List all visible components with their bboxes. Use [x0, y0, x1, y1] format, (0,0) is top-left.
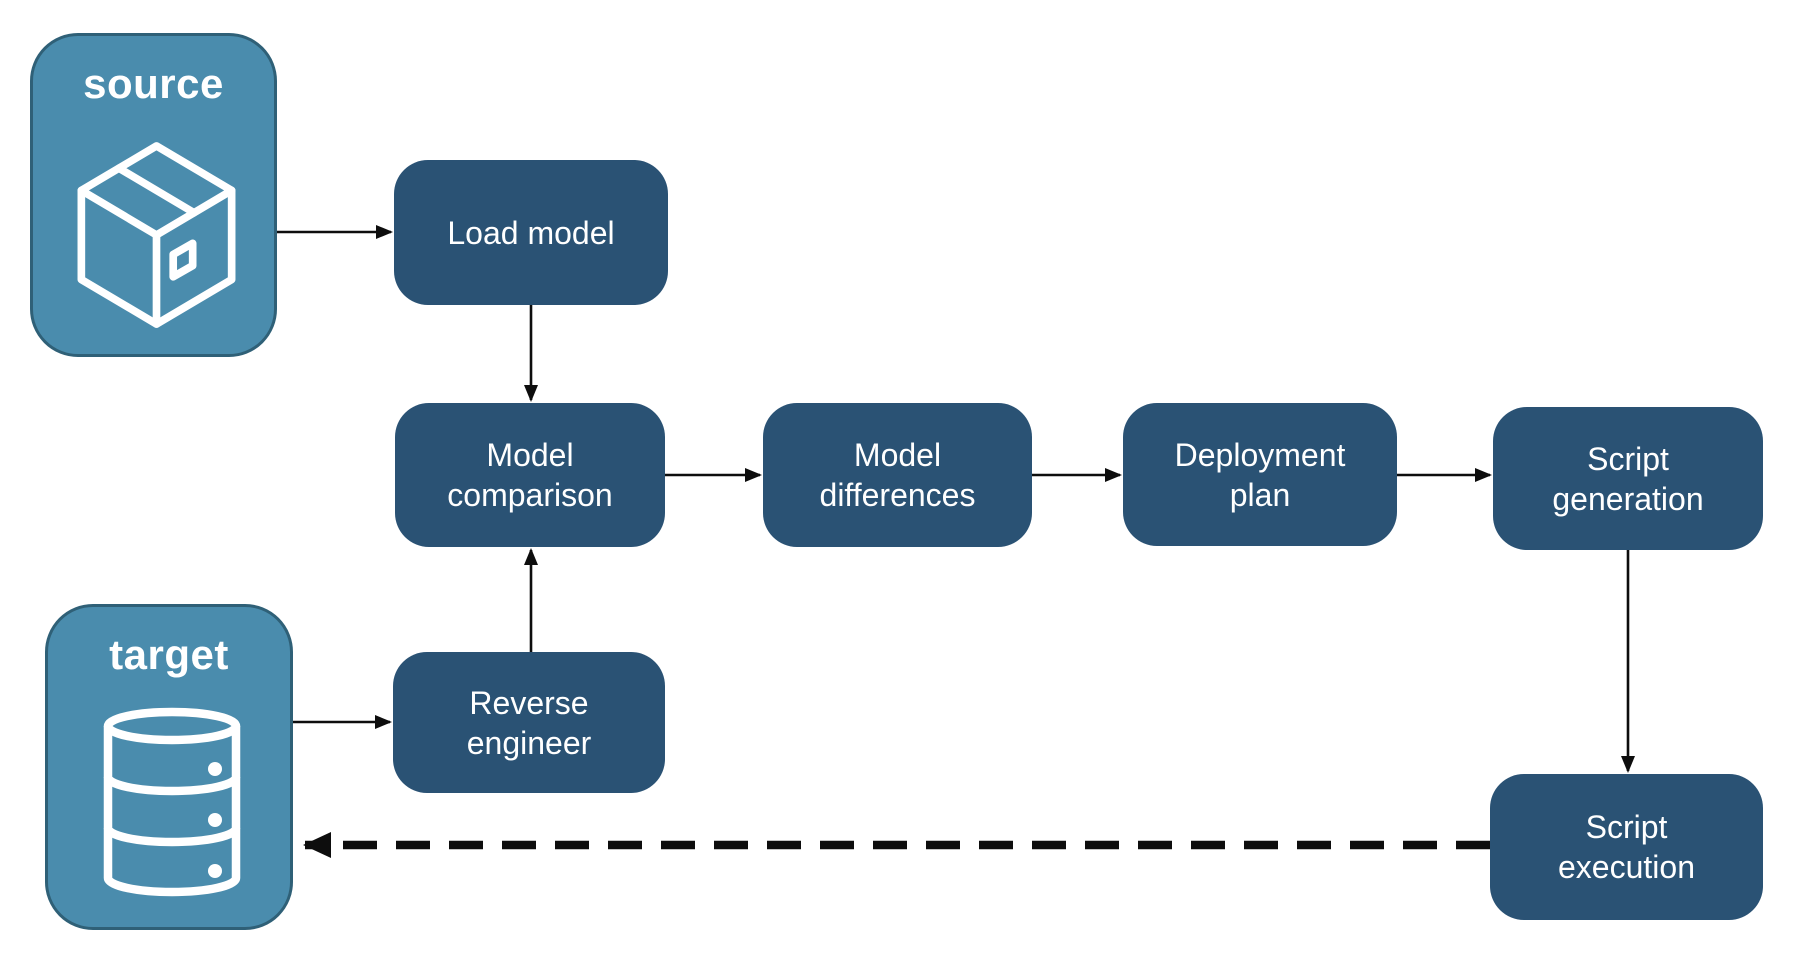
node-label: Model comparison [447, 437, 613, 513]
target-label: target [109, 631, 229, 678]
node-model-comparison: Model comparison [395, 403, 665, 547]
node-label: Deployment plan [1174, 436, 1346, 513]
node-load-model: Load model [394, 160, 668, 305]
node-label: Load model [447, 214, 615, 251]
node-script-execution: Script execution [1490, 774, 1763, 920]
source-node: source [30, 33, 277, 357]
node-model-differences: Model differences [763, 403, 1032, 547]
node-label: Script execution [1558, 809, 1695, 885]
node-label: Script generation [1552, 440, 1704, 517]
database-icon [103, 707, 241, 897]
node-script-generation: Script generation [1493, 407, 1763, 550]
node-label: Reverse engineer [466, 684, 592, 761]
node-reverse-engineer: Reverse engineer [393, 652, 665, 793]
node-deployment-plan: Deployment plan [1123, 403, 1397, 546]
target-node: target [45, 604, 293, 930]
package-icon [77, 142, 236, 328]
node-label: Model differences [819, 437, 976, 513]
source-label: source [83, 60, 224, 107]
